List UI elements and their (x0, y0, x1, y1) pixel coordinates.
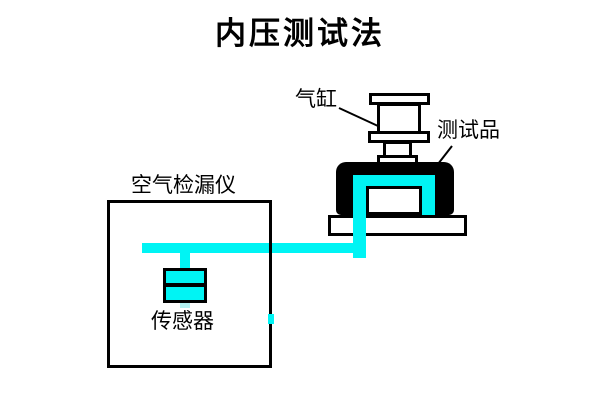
tube-horizontal (142, 243, 366, 253)
diagram-title: 内压测试法 (215, 16, 385, 52)
tube-sensor-vertical (180, 246, 190, 270)
test-item-part (366, 186, 422, 215)
fixture-air-channel-right (422, 175, 435, 215)
cylinder-label: 气缸 (295, 87, 337, 111)
sensor-label: 传感器 (151, 309, 214, 333)
leak-detector-box (107, 200, 272, 368)
fixture-air-channel-left (353, 175, 366, 215)
cylinder-body (377, 103, 421, 134)
tube-tick-on-border (268, 314, 274, 324)
base-plate (328, 215, 467, 236)
sensor-divider-line (163, 283, 207, 287)
leak-detector-label: 空气检漏仪 (131, 173, 236, 197)
fixture-air-channel-top (353, 175, 435, 188)
cylinder-leader-line (338, 107, 379, 127)
test-item-label: 测试品 (437, 118, 500, 142)
tube-stub-below-sensor (180, 302, 190, 308)
